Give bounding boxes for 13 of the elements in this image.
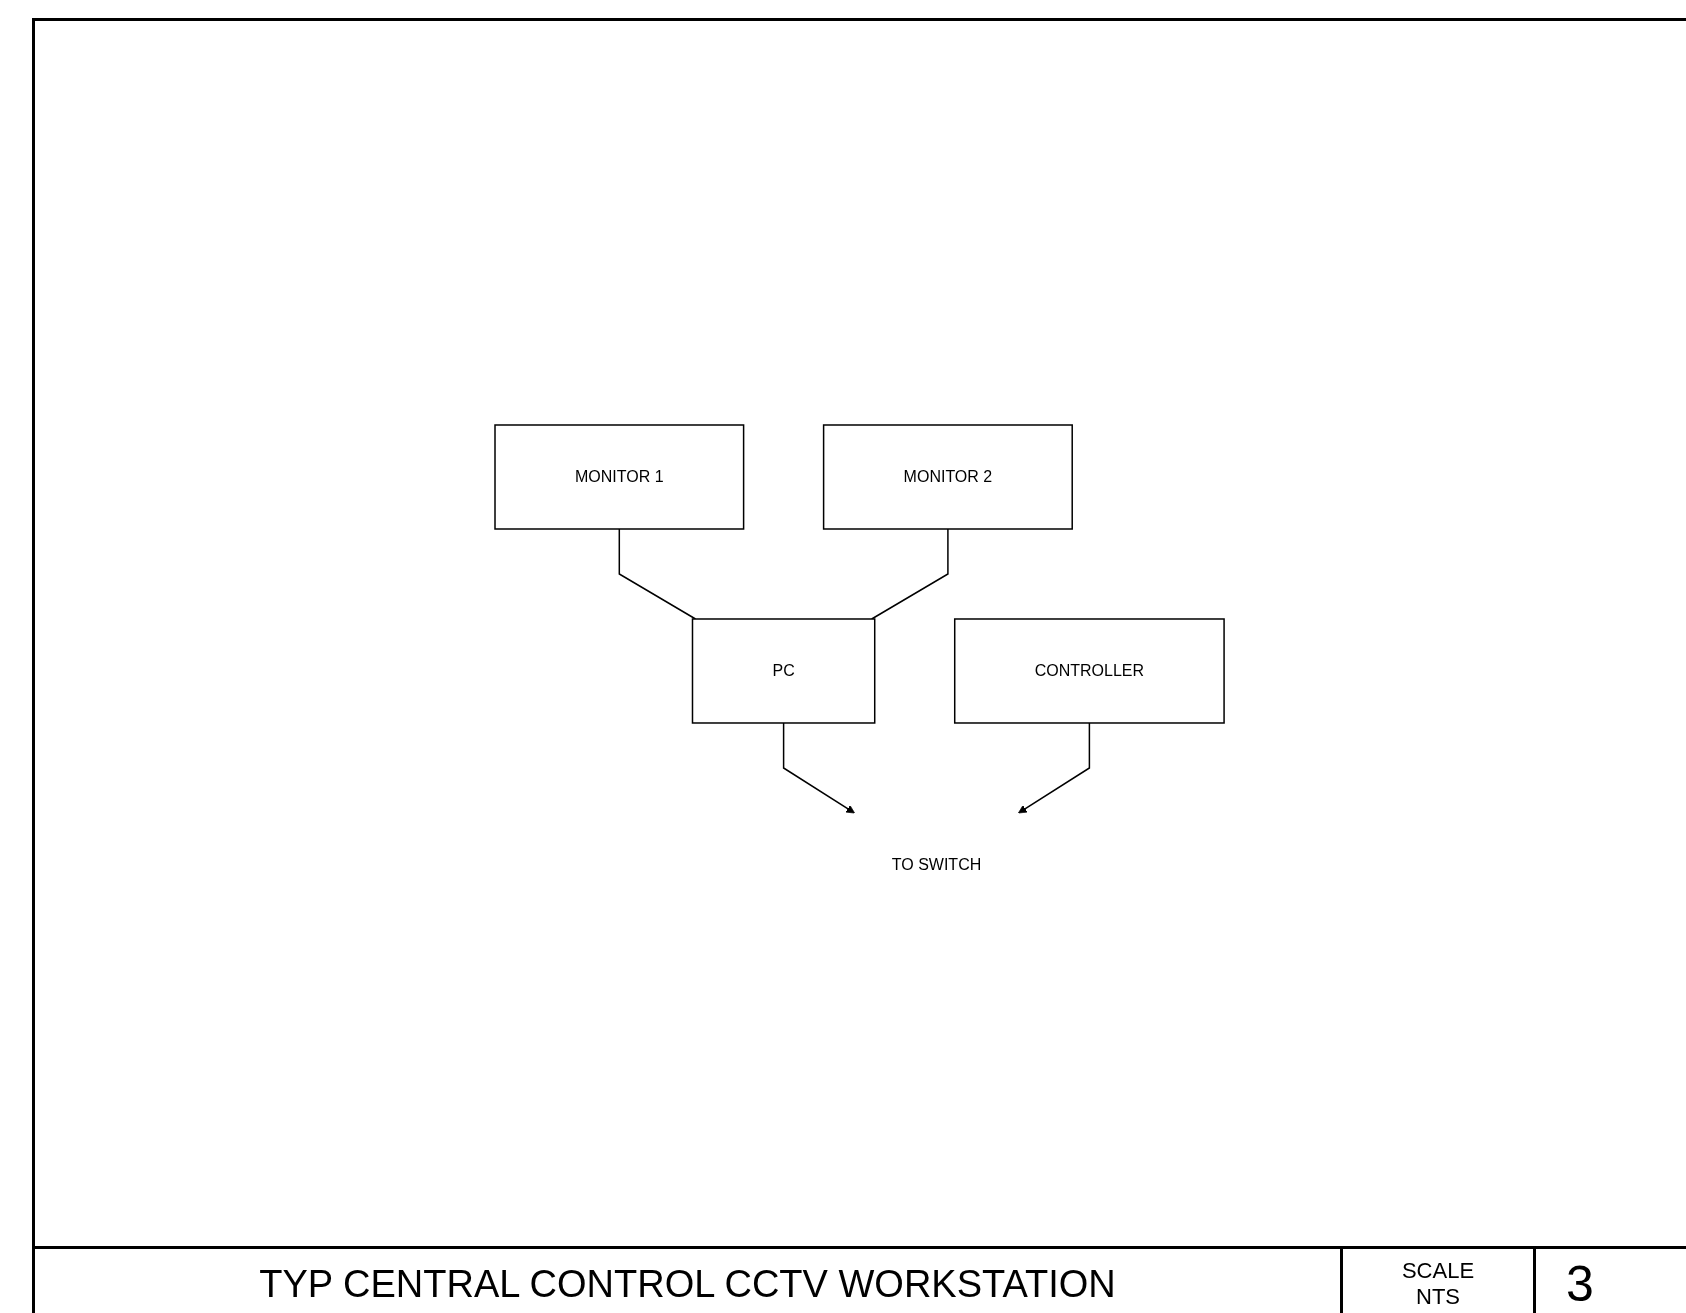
drawing-title: TYP CENTRAL CONTROL CCTV WORKSTATION	[259, 1262, 1116, 1306]
scale-label: SCALE	[1401, 1258, 1475, 1284]
scale-value: NTS	[1416, 1284, 1460, 1310]
connector	[871, 528, 950, 620]
arrow	[783, 722, 856, 814]
node-box: CONTROLLER	[954, 618, 1226, 724]
sheet-number: 3	[1566, 1255, 1594, 1313]
node-box: MONITOR 2	[823, 424, 1074, 530]
arrow	[1018, 722, 1091, 814]
connector	[619, 528, 697, 620]
node-box: MONITOR 1	[494, 424, 745, 530]
node-box: PC	[692, 618, 876, 724]
node-text: TO SWITCH	[892, 855, 982, 873]
